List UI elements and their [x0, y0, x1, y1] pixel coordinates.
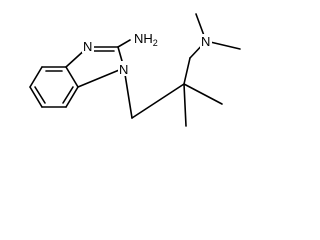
bond-c2-nh2: [117, 39, 131, 48]
bond-b6: [29, 66, 43, 88]
amine-subscript: 2: [153, 38, 158, 48]
atom-n1-label: N: [119, 62, 128, 77]
bond-b3-inner: [62, 86, 74, 104]
atom-labels: N N NH2 N: [82, 30, 212, 77]
bond-n1-c7a: [77, 67, 125, 88]
bond-b2: [65, 66, 79, 88]
bond-b5-inner: [34, 86, 46, 104]
structure-canvas: N N NH2 N: [29, 13, 241, 127]
bond-cq-me2: [183, 83, 223, 105]
bond-n1-ch2: [123, 67, 133, 119]
amine-nh: NH: [134, 31, 153, 46]
bond-b5: [29, 86, 43, 108]
atom-n3-label: N: [83, 39, 92, 54]
bond-cq-me1: [183, 83, 187, 127]
atom-dimethylamine-n-label: N: [201, 34, 210, 49]
bond-cq-ch2n: [183, 57, 191, 85]
bonds: [29, 13, 241, 127]
bond-ch2-cq: [131, 83, 185, 119]
atom-amine-label: NH2: [134, 31, 158, 48]
bond-b3: [65, 86, 79, 108]
